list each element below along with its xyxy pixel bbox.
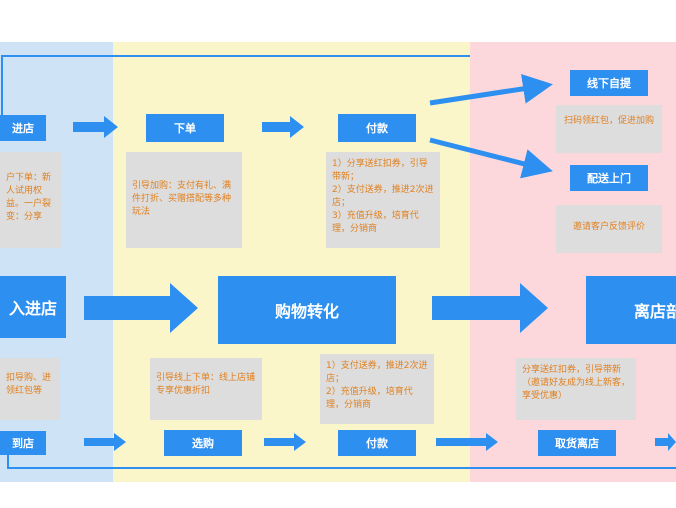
pay-note-2: 1）支付送券，推进2次进店； 2）充值升级，培育代理，分销商: [320, 354, 434, 424]
arrive-box: 到店: [0, 431, 46, 455]
enter-box: 入进店: [0, 276, 66, 338]
arrow-pay-to-pickup: [429, 73, 553, 106]
pay-box: 付款: [338, 114, 416, 142]
pay-note: 1）分享送红扣券，引导带新； 2）支付送券，推进2次进店； 3）充值升级，培育代…: [326, 152, 440, 248]
arrive-note: 扣导购、进领红包等: [0, 358, 60, 420]
arrow-arrive-to-select: [84, 433, 126, 451]
checkout-box: 取货离店: [538, 430, 616, 456]
order-box: 下单: [146, 114, 224, 142]
arrow-pay-to-checkout: [436, 433, 498, 451]
bottom-loop-line: [7, 455, 676, 469]
pickup-box: 线下自提: [570, 70, 648, 96]
pay-box-2: 付款: [338, 430, 416, 456]
store-note: 户下单：新人试用权益。一户裂变：分享: [0, 152, 62, 248]
arrow-convert-to-leave: [432, 283, 548, 333]
select-box: 选购: [164, 430, 242, 456]
arrow-pay-to-delivery: [429, 137, 553, 179]
leave-box: 离店部: [586, 276, 676, 344]
pickup-note: 扫码领红包，促进加购: [556, 105, 662, 153]
arrow-checkout-out: [655, 433, 676, 451]
store-box: 进店: [0, 115, 46, 141]
delivery-box: 配送上门: [570, 165, 648, 191]
top-loop-line: [1, 55, 470, 118]
select-note: 引导线上下单：线上店铺专享优惠折扣: [150, 358, 262, 420]
convert-box: 购物转化: [218, 276, 396, 344]
arrow-enter-to-convert: [84, 283, 198, 333]
arrow-order-to-pay: [262, 116, 304, 138]
order-note: 引导加购：支付有礼、满件打折、买赠搭配等多种玩法: [126, 152, 242, 248]
arrow-store-to-order: [73, 116, 118, 138]
arrow-select-to-pay: [264, 433, 306, 451]
delivery-note: 邀请客户反馈评价: [556, 205, 662, 253]
checkout-note: 分享送红扣券，引导带新（邀请好友成为线上新客，享受优惠）: [516, 358, 636, 420]
